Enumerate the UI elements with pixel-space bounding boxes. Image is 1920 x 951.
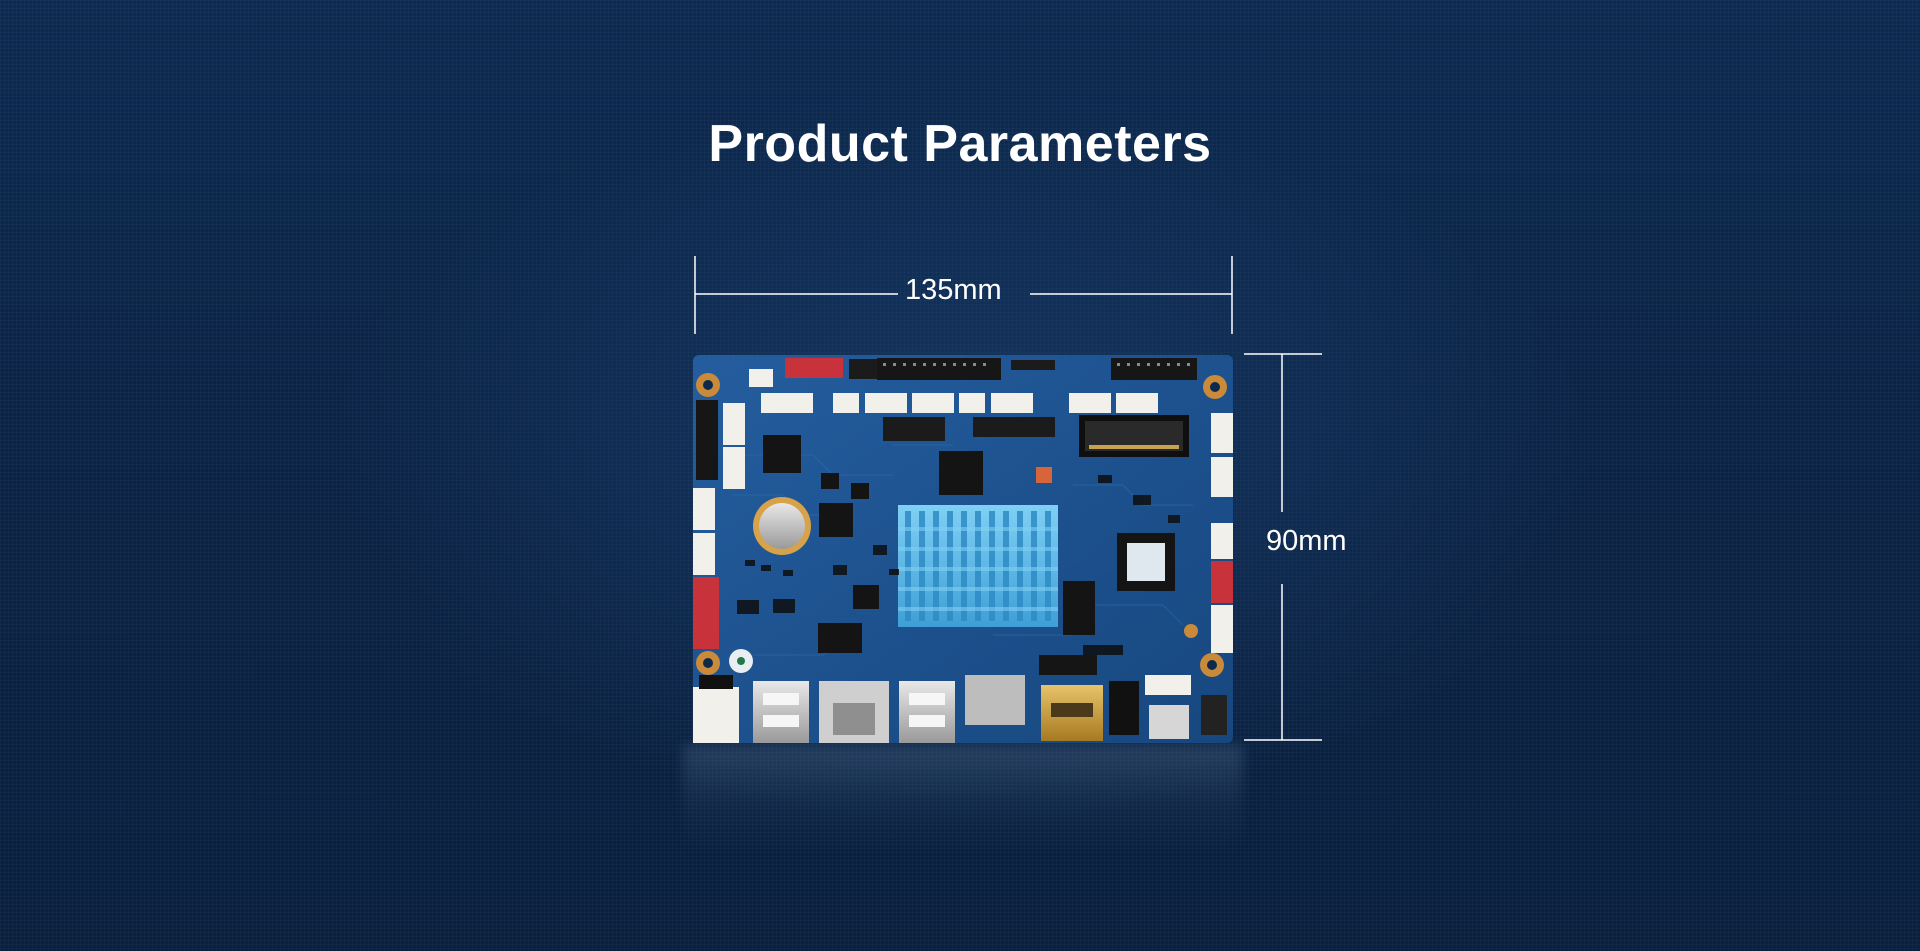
right-connectors xyxy=(1211,413,1233,653)
audio-jack xyxy=(1184,624,1198,638)
left-connectors xyxy=(693,400,745,649)
sata-connector xyxy=(883,417,945,441)
small-white-connector xyxy=(1145,675,1191,695)
passive-components xyxy=(737,475,1180,655)
ic-chips xyxy=(763,435,1175,653)
header-pins xyxy=(1039,655,1097,675)
cpu-heatsink xyxy=(898,505,1058,627)
io-ports xyxy=(693,655,1227,743)
switch xyxy=(1201,695,1227,735)
mounting-holes xyxy=(696,373,1227,677)
product-board-image xyxy=(693,355,1233,743)
micro-usb-port xyxy=(1149,705,1189,739)
dc-power-jack xyxy=(693,687,739,743)
fan-header xyxy=(973,417,1055,437)
pcb-illustration xyxy=(693,355,1233,743)
width-dimension-label: 135mm xyxy=(905,274,1002,306)
coin-battery xyxy=(753,497,811,555)
usb-port-2 xyxy=(899,681,955,743)
wifi-module-shield xyxy=(1127,543,1165,581)
board-reflection xyxy=(683,745,1243,855)
page-title: Product Parameters xyxy=(708,115,1212,173)
white-connectors-top xyxy=(761,393,1158,413)
usb-port-1 xyxy=(753,681,809,743)
top-headers xyxy=(749,358,1197,387)
sd-card-slot xyxy=(965,675,1025,725)
small-chip xyxy=(1036,467,1052,483)
audio-port xyxy=(1109,681,1139,735)
height-dimension-label: 90mm xyxy=(1266,525,1347,557)
m2-slot xyxy=(1079,415,1189,457)
